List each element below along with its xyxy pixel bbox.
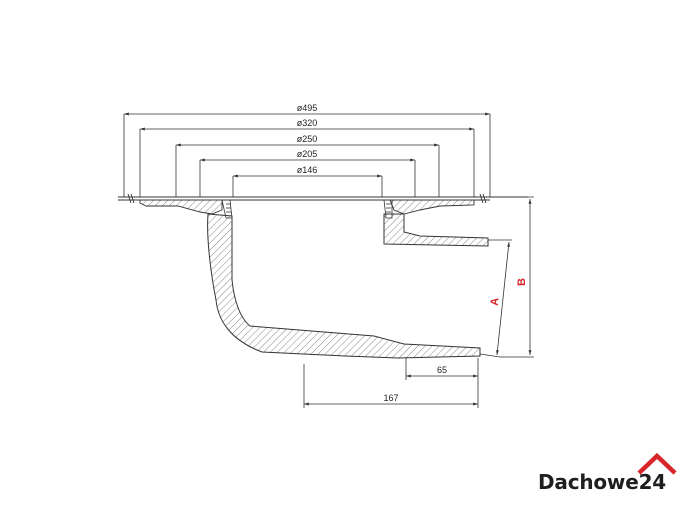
outlet-upper-section (383, 213, 489, 247)
brand-logo-text: Dachowe24 (538, 470, 667, 494)
dimension-65 (405, 358, 479, 380)
drain-body-section (207, 213, 481, 359)
dimension-167 (303, 364, 479, 408)
outlet-end (479, 238, 489, 356)
clamp-details (221, 199, 393, 219)
diameter-dimensions (123, 112, 491, 197)
dim-label-320: ø320 (297, 118, 318, 128)
dim-label-b: B (516, 278, 528, 286)
roof-icon (637, 452, 677, 475)
left-flange-section (139, 199, 223, 215)
dim-label-146: ø146 (297, 165, 318, 175)
dim-label-65: 65 (437, 365, 447, 375)
dim-label-205: ø205 (297, 149, 318, 159)
dim-label-495: ø495 (297, 103, 318, 113)
dim-label-a: A (489, 297, 502, 306)
dimension-b (492, 196, 534, 358)
dim-label-167: 167 (383, 393, 398, 403)
dim-label-250: ø250 (297, 134, 318, 144)
right-flange-section (386, 199, 475, 215)
dimension-a (479, 239, 512, 358)
